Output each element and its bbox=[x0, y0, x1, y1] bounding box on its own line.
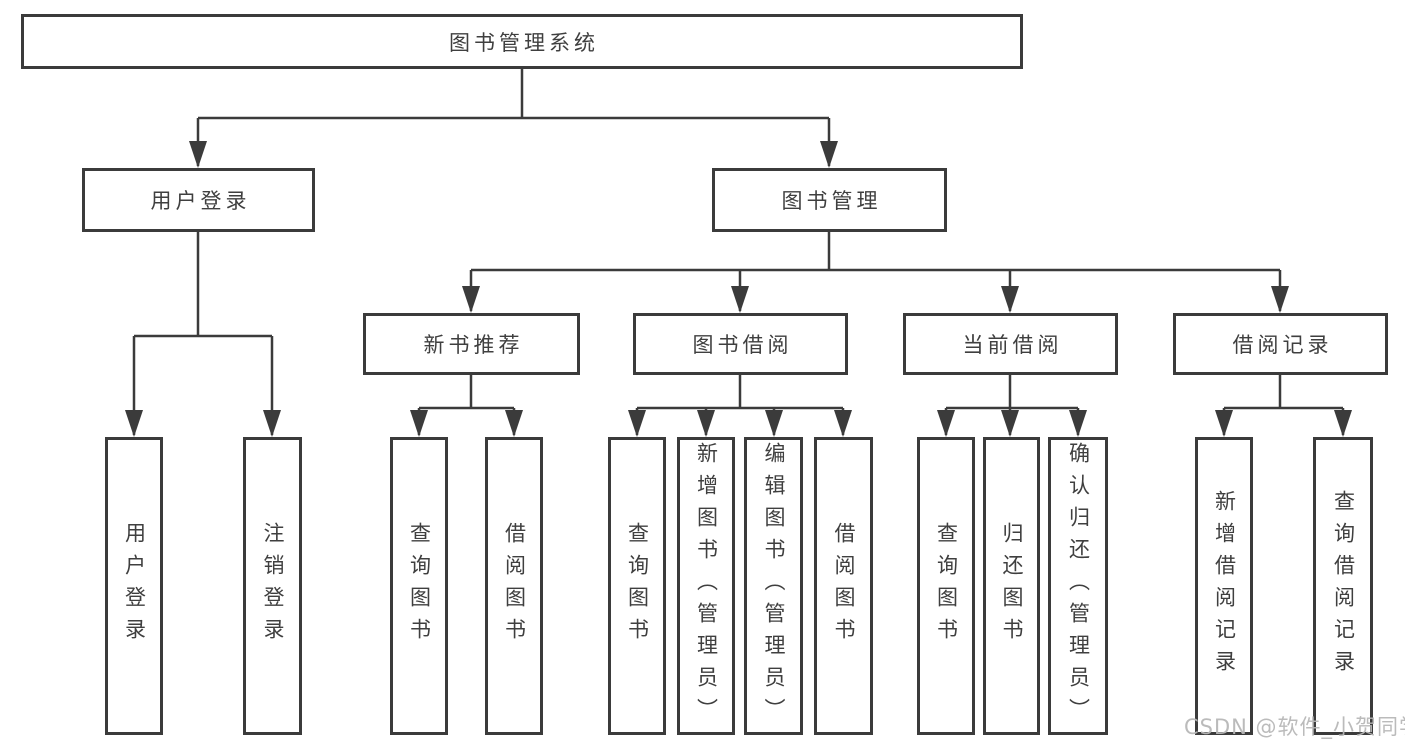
leaf-label: 归还图书 bbox=[1000, 522, 1024, 650]
leaf-edit-book-admin: 编辑图书（管理员） bbox=[744, 437, 803, 735]
leaf-label: 借阅图书 bbox=[502, 522, 527, 650]
leaf-label: 查询图书 bbox=[934, 522, 959, 650]
leaf-label: 注销登录 bbox=[261, 522, 285, 650]
arrow-down-icon bbox=[628, 410, 646, 437]
arrow-down-icon bbox=[765, 410, 783, 437]
arrow-down-icon bbox=[937, 410, 955, 437]
leaf-borrow-books-borrowing: 借阅图书 bbox=[814, 437, 873, 735]
arrow-down-icon bbox=[820, 141, 838, 168]
arrow-down-icon bbox=[263, 410, 281, 437]
arrow-down-icon bbox=[125, 410, 143, 437]
arrow-down-icon bbox=[731, 286, 749, 313]
arrow-down-icon bbox=[189, 141, 207, 168]
leaf-label: 查询借阅记录 bbox=[1331, 490, 1356, 682]
leaf-return-book: 归还图书 bbox=[983, 437, 1040, 735]
leaf-label: 确认归还（管理员） bbox=[1066, 442, 1091, 730]
leaf-label: 新增图书（管理员） bbox=[694, 442, 719, 730]
leaf-label: 查询图书 bbox=[625, 522, 650, 650]
arrow-down-icon bbox=[1215, 410, 1233, 437]
arrow-down-icon bbox=[1271, 286, 1289, 313]
leaf-label: 新增借阅记录 bbox=[1212, 490, 1237, 682]
arrow-down-icon bbox=[697, 410, 715, 437]
arrow-down-icon bbox=[462, 286, 480, 313]
connector-paths bbox=[132, 69, 1345, 435]
leaf-add-borrow-record: 新增借阅记录 bbox=[1195, 437, 1253, 735]
leaf-borrow-books-recommend: 借阅图书 bbox=[485, 437, 543, 735]
arrow-down-icon bbox=[1069, 410, 1087, 437]
leaf-label: 借阅图书 bbox=[832, 522, 856, 650]
leaf-query-books-recommend: 查询图书 bbox=[390, 437, 448, 735]
arrow-down-icon bbox=[410, 410, 428, 437]
arrowheads bbox=[125, 141, 1352, 437]
leaf-label: 编辑图书（管理员） bbox=[762, 442, 786, 730]
arrow-down-icon bbox=[505, 410, 523, 437]
node-book-management: 图书管理 bbox=[712, 168, 947, 232]
arrow-down-icon bbox=[1001, 410, 1019, 437]
leaf-confirm-return-admin: 确认归还（管理员） bbox=[1048, 437, 1108, 735]
node-book-borrowing: 图书借阅 bbox=[633, 313, 848, 375]
leaf-logout: 注销登录 bbox=[243, 437, 302, 735]
node-root: 图书管理系统 bbox=[21, 14, 1023, 69]
arrow-down-icon bbox=[834, 410, 852, 437]
arrow-down-icon bbox=[1334, 410, 1352, 437]
arrow-down-icon bbox=[1001, 286, 1019, 313]
leaf-add-book-admin: 新增图书（管理员） bbox=[677, 437, 735, 735]
node-borrowing-records: 借阅记录 bbox=[1173, 313, 1388, 375]
node-current-borrowing: 当前借阅 bbox=[903, 313, 1118, 375]
node-new-book-recommend: 新书推荐 bbox=[363, 313, 580, 375]
leaf-label: 查询图书 bbox=[407, 522, 432, 650]
leaf-query-books-current: 查询图书 bbox=[917, 437, 975, 735]
csdn-watermark: CSDN @软件_小贺同学 bbox=[1184, 715, 1405, 739]
leaf-user-login: 用户登录 bbox=[105, 437, 163, 735]
leaf-label: 用户登录 bbox=[122, 522, 147, 650]
node-user-login: 用户登录 bbox=[82, 168, 315, 232]
leaf-query-books-borrowing: 查询图书 bbox=[608, 437, 666, 735]
leaf-query-borrow-record: 查询借阅记录 bbox=[1313, 437, 1373, 735]
